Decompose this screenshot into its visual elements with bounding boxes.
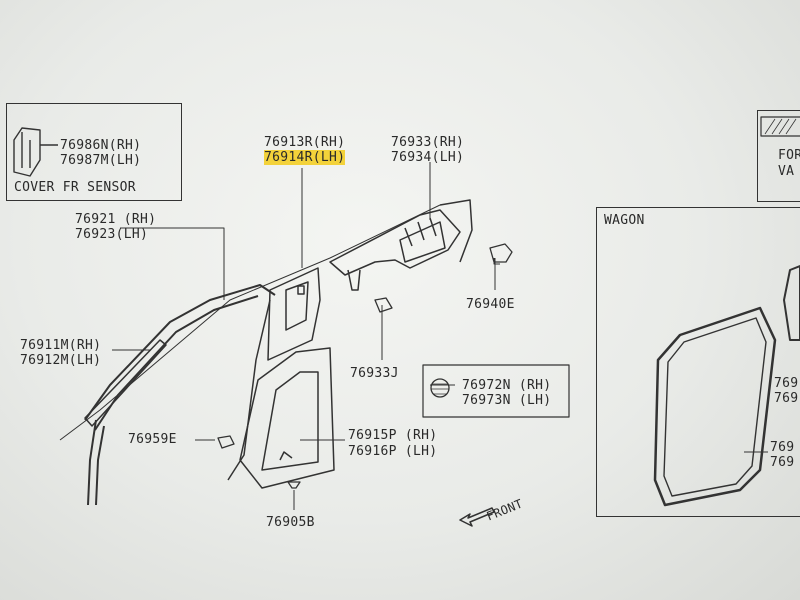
label-cover-sensor-rh: 76986N(RH) [60, 138, 142, 153]
label-clip-76940e: 76940E [466, 297, 515, 312]
label-cover-sensor-lh: 76987M(LH) [60, 153, 142, 168]
label-pillar-lower-lh: 76916P (LH) [348, 444, 438, 459]
a-pillar-trim [84, 284, 276, 506]
roof-trim-part [329, 199, 473, 291]
label-screw-76905b: 76905B [266, 515, 315, 530]
label-cap-76933j: 76933J [350, 366, 399, 381]
side-note-box [757, 110, 800, 202]
pillar-upper-part [267, 267, 321, 361]
label-roof-trim-lh: 76934(LH) [391, 150, 465, 165]
pillar-lower-part [227, 299, 335, 489]
label-pillar-upper-lh: 76914R(LH) [264, 150, 346, 165]
label-wagon: WAGON [604, 213, 645, 228]
label-grommet-rh: 76972N (RH) [462, 378, 552, 393]
wagon-door-seal [653, 265, 800, 507]
label-wagon-right-b: 769 [774, 391, 799, 406]
label-a-pillar-rh: 76921 (RH) [75, 212, 157, 227]
label-clip-76959e: 76959E [128, 432, 177, 447]
label-side-box-2: VA [778, 164, 795, 179]
label-weatherstrip-rh: 76911M(RH) [20, 338, 102, 353]
label-pillar-upper-rh: 76913R(RH) [264, 135, 346, 150]
label-wagon-right-d: 769 [770, 455, 795, 470]
label-a-pillar-lh: 76923(LH) [75, 227, 149, 242]
label-wagon-right-c: 769 [770, 440, 795, 455]
label-pillar-lower-rh: 76915P (RH) [348, 428, 438, 443]
label-wagon-right-a: 769 [774, 376, 799, 391]
cover-sensor-box [6, 103, 182, 201]
label-side-box-1: FOR [778, 148, 800, 163]
wagon-box [596, 207, 800, 517]
label-grommet-lh: 76973N (LH) [462, 393, 552, 408]
front-arrow [459, 507, 495, 527]
cover-sensor-part [13, 127, 58, 177]
label-weatherstrip-lh: 76912M(LH) [20, 353, 102, 368]
label-cover-sensor-caption: COVER FR SENSOR [14, 180, 136, 195]
label-roof-trim-rh: 76933(RH) [391, 135, 465, 150]
